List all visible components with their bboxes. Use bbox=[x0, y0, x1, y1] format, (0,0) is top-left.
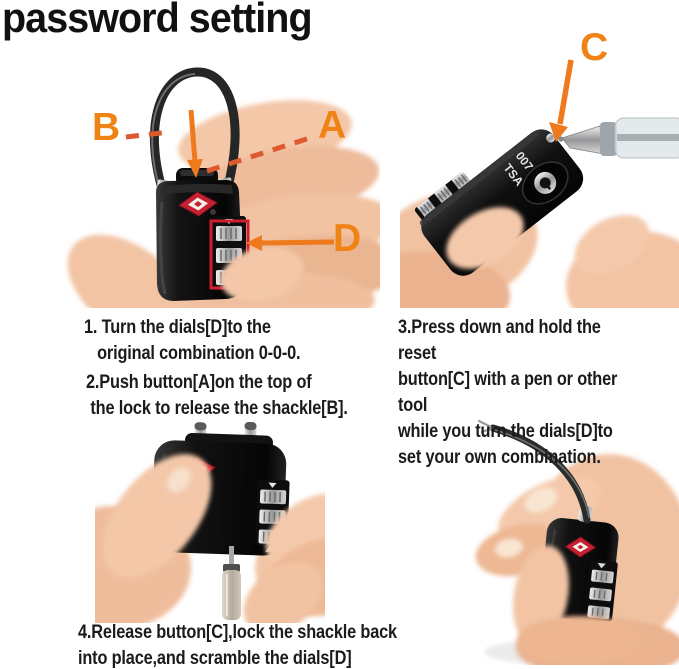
photo-reset-button-press: TSA 007 bbox=[400, 59, 679, 308]
callout-a-dash-line bbox=[206, 133, 317, 174]
callout-b-dash-line bbox=[125, 129, 171, 140]
finger-front bbox=[446, 207, 524, 269]
arrow-to-reset-button-icon bbox=[549, 59, 574, 142]
callout-a: A bbox=[318, 104, 347, 147]
fingertip-front bbox=[220, 246, 304, 302]
tsa-logo bbox=[178, 191, 218, 217]
step-3-text: 3.Press down and hold the reset button[C… bbox=[398, 317, 618, 468]
photo-shackle-released bbox=[475, 419, 679, 665]
pen bbox=[558, 117, 679, 159]
page-title: password setting bbox=[2, 0, 313, 41]
thumb-front bbox=[102, 454, 212, 578]
lock-detail-dot bbox=[210, 209, 216, 215]
step-2-text: 2.Push button[A]on the top of the lock t… bbox=[86, 372, 348, 419]
finger-below-lock bbox=[517, 616, 641, 664]
combination-dials bbox=[414, 171, 472, 221]
tsa-logo bbox=[564, 536, 597, 558]
pen-inserted-below bbox=[222, 546, 241, 620]
arrow-down-to-button-icon bbox=[187, 109, 203, 178]
step-1-text: 1. Turn the dials[D]to the original comb… bbox=[84, 317, 301, 364]
reset-button bbox=[546, 133, 556, 143]
released-cable-shackle bbox=[477, 419, 593, 524]
fingertip-near-pen bbox=[243, 562, 323, 623]
keyhole bbox=[521, 161, 569, 205]
arrow-left-to-dials-icon bbox=[246, 235, 335, 251]
callout-b: B bbox=[92, 106, 121, 149]
photo-lock-overview bbox=[67, 67, 380, 308]
callout-d: D bbox=[333, 217, 362, 260]
step-4-text: 4.Release button[C],lock the shackle bac… bbox=[78, 622, 397, 669]
callout-c: C bbox=[580, 26, 609, 69]
photo-set-combination bbox=[95, 421, 325, 623]
combination-dials bbox=[584, 559, 618, 622]
